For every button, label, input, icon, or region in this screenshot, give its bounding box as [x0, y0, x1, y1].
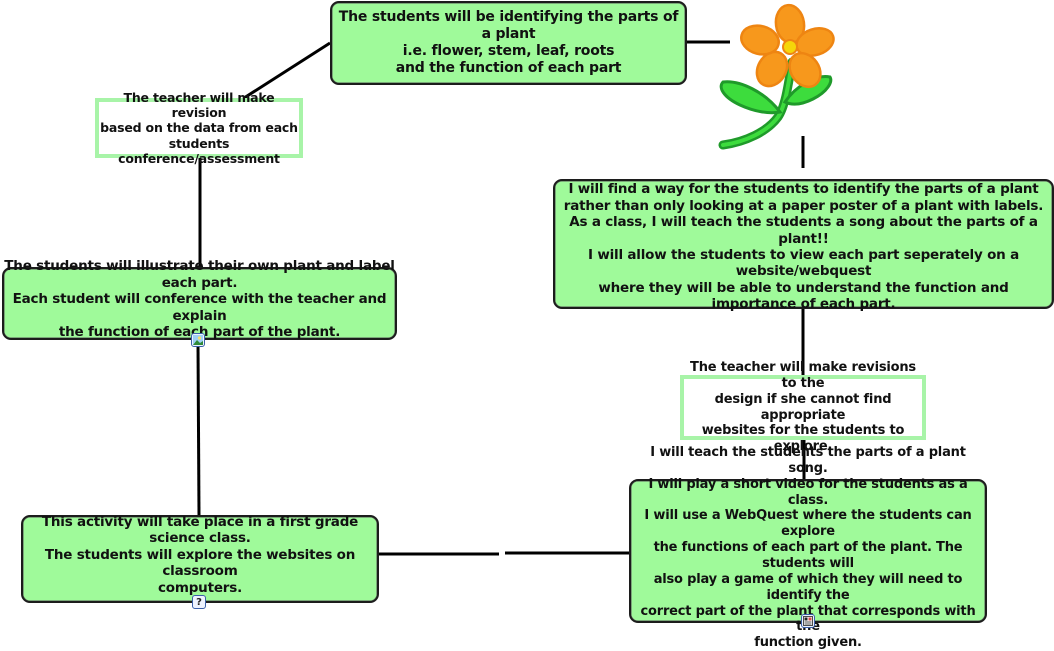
flower-center [782, 39, 798, 55]
connector-setting-to-assessment [196, 343, 201, 516]
help-document-glyph: ? [196, 596, 202, 608]
help-document-icon[interactable]: ? [192, 595, 206, 609]
node-activities-text: I will teach the students the parts of a… [640, 444, 976, 651]
node-objective[interactable]: The students will be identifying the par… [330, 1, 687, 85]
node-design[interactable]: I will find a way for the students to id… [553, 179, 1054, 312]
document-icon[interactable] [801, 614, 815, 628]
node-setting[interactable]: This activity will take place in a first… [21, 513, 379, 603]
node-activities[interactable]: I will teach the students the parts of a… [629, 445, 987, 650]
node-assessment[interactable]: The students will illustrate their own p… [2, 258, 397, 340]
image-icon[interactable] [191, 333, 205, 347]
node-assessment-revision-note[interactable]: The teacher will make revision based on … [95, 90, 303, 166]
node-design-revision-note[interactable]: The teacher will make revisions to the d… [680, 360, 926, 454]
flower-clipart [718, 3, 835, 150]
node-design-text: I will find a way for the students to id… [563, 181, 1044, 313]
node-design-revision-note-text: The teacher will make revisions to the d… [690, 359, 916, 455]
node-assessment-text: The students will illustrate their own p… [4, 258, 395, 341]
flower-petals [740, 3, 835, 89]
node-assessment-revision-note-text: The teacher will make revision based on … [100, 89, 298, 166]
flower-leaf-left [719, 80, 783, 115]
node-objective-text: The students will be identifying the par… [338, 8, 679, 77]
node-setting-text: This activity will take place in a first… [41, 513, 359, 596]
